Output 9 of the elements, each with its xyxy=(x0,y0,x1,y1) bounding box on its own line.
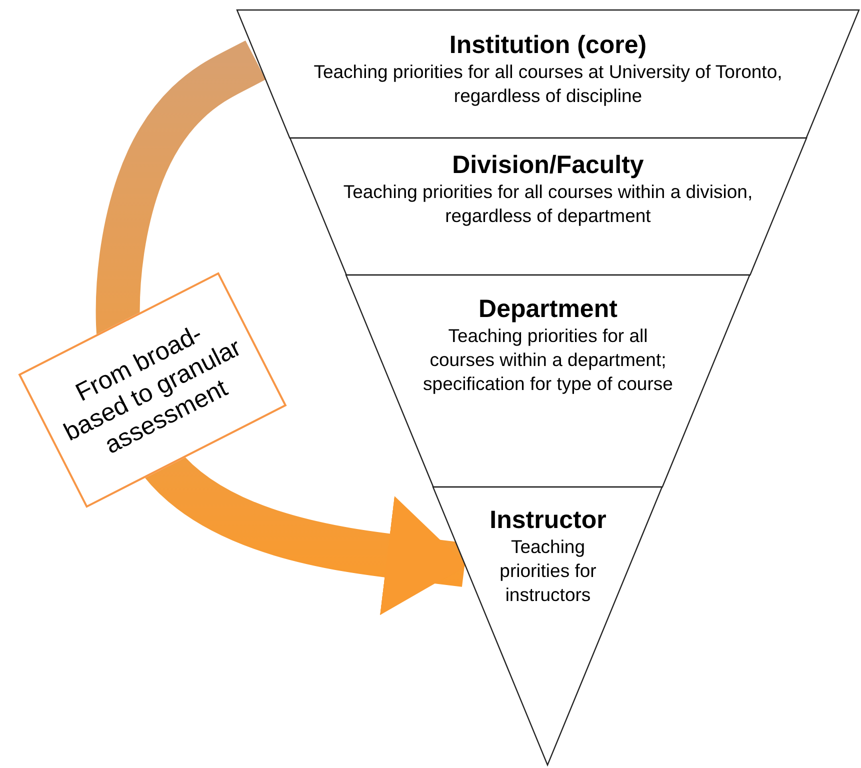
band-heading: Department xyxy=(478,294,618,324)
band-description: Teaching priorities for instructors xyxy=(498,535,598,607)
band-description: Teaching priorities for all courses within a division, regardless of department xyxy=(342,180,754,228)
curved-arrow xyxy=(96,40,468,616)
band-heading: Division/Faculty xyxy=(451,150,645,180)
band-description: Teaching priorities for all courses within a department; specification for type of course xyxy=(422,324,674,396)
band-heading: Institution (core) xyxy=(448,30,648,60)
band-description: Teaching priorities for all courses at University of Toronto, regardless of discipline xyxy=(312,60,784,108)
band-heading: Instructor xyxy=(488,505,608,535)
